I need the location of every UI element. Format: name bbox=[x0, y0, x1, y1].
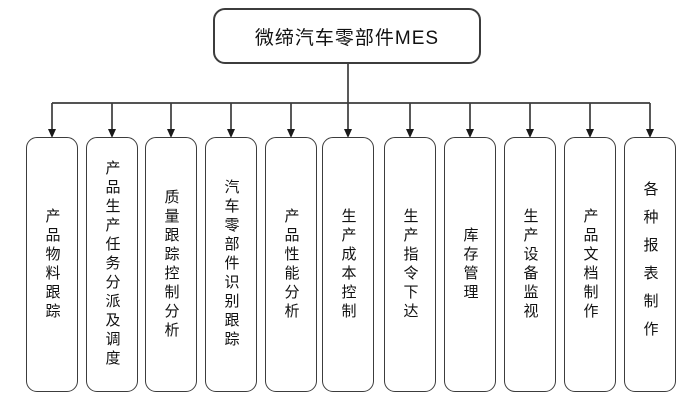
module-box-material-tracking: 产品物料跟踪 bbox=[26, 137, 78, 392]
module-box-quality-tracking: 质量跟踪控制分析 bbox=[145, 137, 197, 392]
module-box-label: 产品物料跟踪 bbox=[43, 207, 61, 322]
module-box-task-dispatch: 产品生产任务分派及调度 bbox=[86, 137, 138, 392]
module-box-label: 质量跟踪控制分析 bbox=[162, 188, 180, 341]
module-box-label: 生产指令下达 bbox=[401, 207, 419, 322]
module-box-label: 生产成本控制 bbox=[339, 207, 357, 322]
root-node-label: 微缔汽车零部件MES bbox=[254, 27, 440, 49]
module-box-report-creation: 各种报表制作 bbox=[624, 137, 676, 392]
module-box-part-identification: 汽车零部件识别跟踪 bbox=[205, 137, 257, 392]
module-box-instruction-issue: 生产指令下达 bbox=[384, 137, 436, 392]
module-box-label: 产品文档制作 bbox=[581, 207, 599, 322]
module-box-equipment-monitoring: 生产设备监视 bbox=[504, 137, 556, 392]
module-box-label: 生产设备监视 bbox=[521, 207, 539, 322]
module-box-label: 库存管理 bbox=[461, 226, 479, 303]
module-box-performance-analysis: 产品性能分析 bbox=[265, 137, 317, 392]
module-box-cost-control: 生产成本控制 bbox=[322, 137, 374, 392]
root-node: 微缔汽车零部件MES bbox=[213, 8, 481, 64]
module-box-label: 产品生产任务分派及调度 bbox=[103, 160, 121, 369]
module-box-label: 汽车零部件识别跟踪 bbox=[222, 179, 240, 350]
module-box-inventory-management: 库存管理 bbox=[444, 137, 496, 392]
module-box-document-creation: 产品文档制作 bbox=[564, 137, 616, 392]
module-box-label: 产品性能分析 bbox=[282, 207, 300, 322]
module-box-label: 各种报表制作 bbox=[641, 180, 659, 349]
